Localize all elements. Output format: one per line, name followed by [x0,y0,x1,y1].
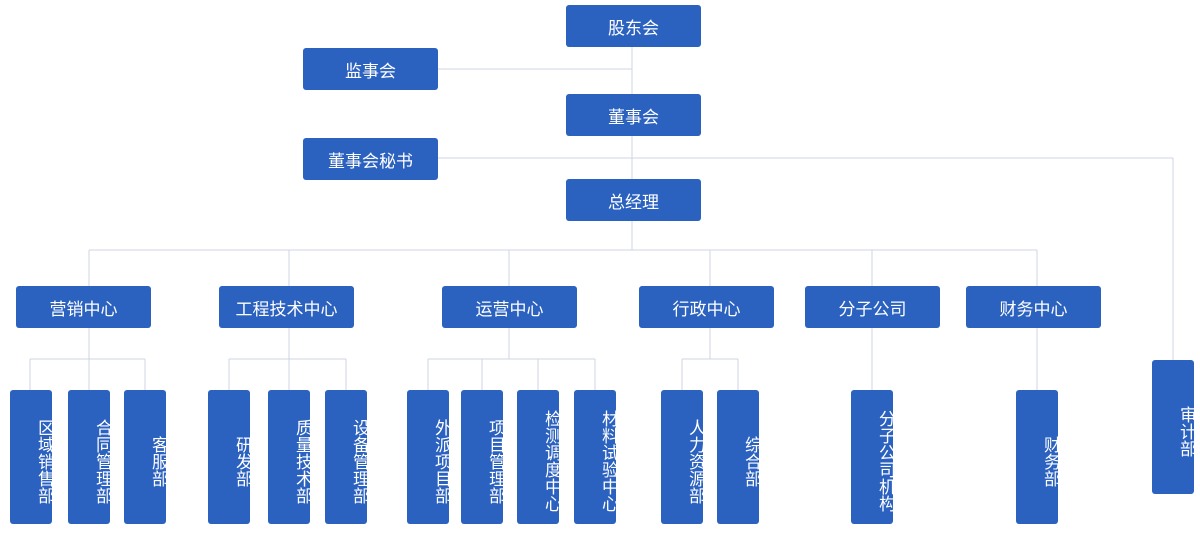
node-dispatched-projects-dept: 外派项目部 [407,390,451,524]
node-project-mgmt-dept: 项目管理部 [461,390,505,524]
node-branch-org: 分子公司机构 [851,390,895,524]
node-audit-dept: 审计部 [1152,360,1196,494]
node-regional-sales-dept: 区域销售部 [10,390,54,524]
node-quality-tech-dept: 质量技术部 [268,390,312,524]
node-rnd-dept: 研发部 [208,390,252,524]
node-customer-service-dept: 客服部 [124,390,168,524]
node-board-secretary: 董事会秘书 [303,138,438,180]
node-contract-mgmt-dept: 合同管理部 [68,390,112,524]
node-inspection-scheduling-center: 检测调度中心 [517,390,561,524]
node-shareholders: 股东会 [566,5,701,47]
node-equipment-mgmt-dept: 设备管理部 [325,390,369,524]
node-engineering-center: 工程技术中心 [219,286,354,328]
node-general-manager: 总经理 [566,179,701,221]
node-materials-testing-center: 材料试验中心 [574,390,618,524]
node-operations-center: 运营中心 [442,286,577,328]
node-board: 董事会 [566,94,701,136]
node-supervisors: 监事会 [303,48,438,90]
node-general-affairs-dept: 综合部 [717,390,761,524]
node-finance-center: 财务中心 [966,286,1101,328]
node-admin-center: 行政中心 [639,286,774,328]
node-branch-companies: 分子公司 [805,286,940,328]
node-hr-dept: 人力资源部 [661,390,705,524]
node-marketing-center: 营销中心 [16,286,151,328]
node-finance-dept: 财务部 [1016,390,1060,524]
